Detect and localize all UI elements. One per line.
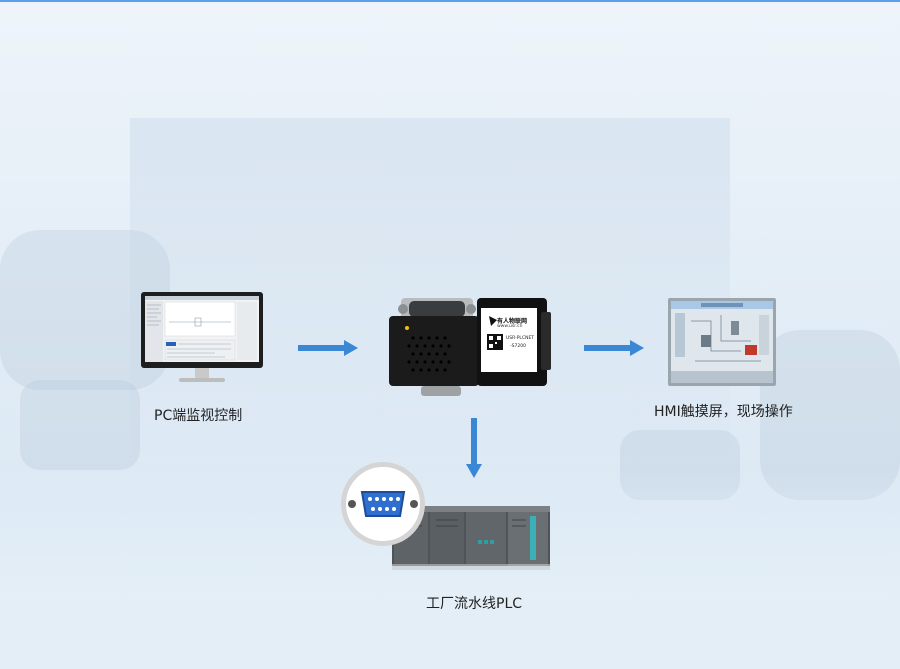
db9-connector-callout bbox=[341, 462, 425, 546]
background-factory-photo bbox=[130, 118, 730, 458]
plc-rack-icon bbox=[392, 500, 550, 570]
top-accent-line bbox=[0, 0, 900, 2]
db9-connector-icon bbox=[348, 491, 418, 517]
gateway-url: www.usr.cn bbox=[497, 324, 523, 329]
gateway-device-icon: 有人物联网 www.usr.cn USR-PLCNET -S7200 bbox=[385, 290, 555, 400]
plc-label: 工厂流水线PLC bbox=[426, 596, 523, 612]
arrow-right-icon bbox=[298, 340, 358, 356]
hmi-screen-icon bbox=[668, 298, 776, 386]
pc-monitor-icon bbox=[141, 292, 263, 384]
arrow-right-icon bbox=[584, 340, 644, 356]
gateway-submodel: -S7200 bbox=[510, 344, 526, 349]
background-machine-left bbox=[20, 380, 140, 470]
gateway-model: USR-PLCNET bbox=[506, 336, 535, 341]
pc-label: PC端监视控制 bbox=[154, 408, 243, 424]
hmi-label: HMI触摸屏，现场操作 bbox=[654, 404, 793, 420]
gateway-brand: 有人物联网 bbox=[497, 318, 528, 325]
arrow-down-icon bbox=[466, 418, 482, 478]
